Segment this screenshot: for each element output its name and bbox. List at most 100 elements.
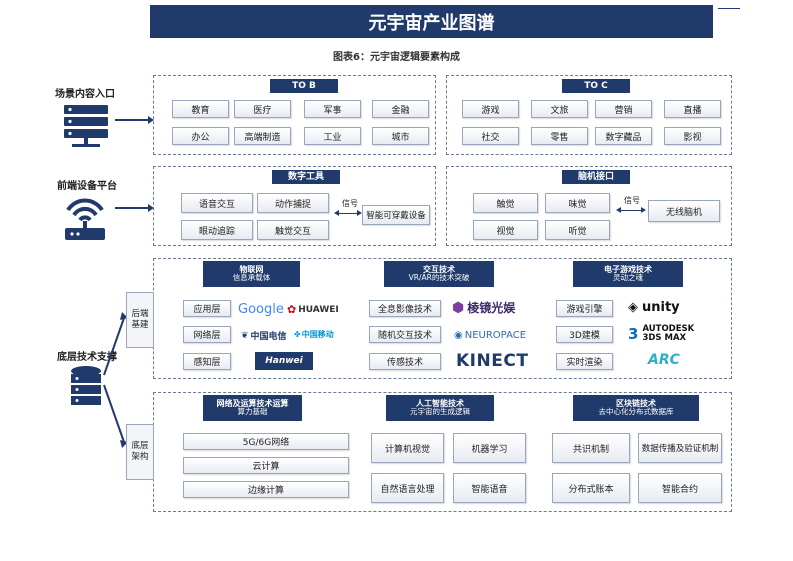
- iot-title: 物联网: [239, 265, 264, 275]
- to-b-item: 医疗: [234, 100, 291, 118]
- game-tech-item: 实时渲染: [556, 353, 613, 370]
- to-c-item: 影视: [664, 127, 721, 145]
- bci-header: 脑机接口: [562, 170, 630, 184]
- tech-branch-arrows: [103, 312, 128, 448]
- to-b-header: TO B: [270, 79, 338, 93]
- to-c-item: 数字藏品: [595, 127, 652, 145]
- device-label: 前端设备平台: [57, 181, 117, 192]
- interaction-subtitle: VR/AR的技术突破: [408, 273, 470, 283]
- digital-tool-item: 眼动追踪: [181, 220, 253, 240]
- game-tech-subtitle: 灵动之魂: [613, 273, 643, 283]
- bci-item: 味觉: [545, 193, 610, 213]
- signal-arrow: [334, 210, 362, 216]
- blockchain-item: 分布式账本: [552, 473, 630, 503]
- iot-subtitle: 信息承载体: [232, 273, 271, 283]
- digital-tool-item: 触觉交互: [257, 220, 329, 240]
- to-c-item: 游戏: [462, 100, 519, 118]
- interaction-item: 传感技术: [369, 353, 441, 370]
- bci-item: 视觉: [473, 220, 538, 240]
- wearable-device: 智能可穿戴设备: [362, 205, 430, 225]
- iot-header: 物联网 信息承载体: [203, 261, 300, 287]
- ai-item: 计算机视觉: [371, 433, 444, 463]
- interaction-title: 交互技术: [423, 265, 455, 275]
- router-icon: [62, 194, 108, 242]
- figure-caption: 图表6：元宇宙逻辑要素构成: [333, 52, 460, 63]
- to-b-item: 工业: [304, 127, 361, 145]
- network-subtitle: 算力基础: [237, 407, 268, 417]
- game-tech-title: 电子游戏技术: [604, 265, 652, 275]
- ai-subtitle: 元宇宙的生成逻辑: [410, 407, 470, 417]
- digital-tool-item: 动作捕捉: [257, 193, 329, 213]
- lingjing-logo: ⬢棱镜光娱: [452, 299, 516, 316]
- interaction-item: 随机交互技术: [369, 326, 441, 343]
- blockchain-item: 数据传播及验证机制: [638, 433, 722, 463]
- iot-layer: 网络层: [183, 326, 231, 343]
- network-header: 网络及运算技术运算 算力基础: [203, 395, 302, 421]
- ai-header: 人工智能技术 元宇宙的生成逻辑: [386, 395, 494, 421]
- to-c-item: 营销: [595, 100, 652, 118]
- tech-label: 底层技术支撑: [57, 352, 117, 363]
- ai-title: 人工智能技术: [416, 399, 464, 409]
- network-title: 网络及运算技术运算: [216, 399, 289, 409]
- blockchain-subtitle: 去中心化分布式数据库: [598, 407, 674, 417]
- to-b-item: 高端制造: [234, 127, 291, 145]
- title-rule: [718, 8, 740, 9]
- game-tech-header: 电子游戏技术 灵动之魂: [573, 261, 683, 287]
- device-arrow: [115, 204, 154, 212]
- to-c-item: 直播: [664, 100, 721, 118]
- to-c-item: 社交: [462, 127, 519, 145]
- to-b-item: 城市: [372, 127, 429, 145]
- backend-side-label: 后端 基建: [126, 292, 154, 348]
- signal-label: 信号: [624, 196, 640, 205]
- database-icon: [68, 365, 104, 409]
- to-c-panel: [446, 75, 732, 155]
- ai-item: 自然语言处理: [371, 473, 444, 503]
- signal-arrow: [616, 207, 646, 213]
- wireless-bci-device: 无线脑机: [648, 200, 720, 222]
- ai-item: 智能语音: [453, 473, 526, 503]
- bci-item: 听觉: [545, 220, 610, 240]
- blockchain-header: 区块链技术 去中心化分布式数据库: [573, 395, 699, 421]
- to-b-item: 办公: [172, 127, 229, 145]
- bci-item: 触觉: [473, 193, 538, 213]
- game-tech-item: 3D建模: [556, 326, 613, 343]
- hanwei-logo: Hanwei: [255, 352, 313, 370]
- to-b-item: 金融: [372, 100, 429, 118]
- china-telecom-logo: ❦中国电信: [241, 330, 287, 343]
- to-c-header: TO C: [562, 79, 630, 93]
- kinect-logo: KINECT: [456, 351, 529, 371]
- arc-logo: ARC: [648, 352, 680, 368]
- unity-logo: ◈unity: [628, 300, 680, 315]
- iot-layer: 感知层: [183, 353, 231, 370]
- server-icon: [62, 103, 110, 149]
- digital-tools-header: 数字工具: [272, 170, 340, 184]
- blockchain-title: 区块链技术: [616, 399, 656, 409]
- network-item: 边缘计算: [183, 481, 349, 498]
- bci-panel: [446, 166, 732, 246]
- to-b-item: 军事: [304, 100, 361, 118]
- ai-item: 机器学习: [453, 433, 526, 463]
- iot-layer: 应用层: [183, 300, 231, 317]
- to-c-item: 零售: [531, 127, 588, 145]
- base-side-label: 底层 架构: [126, 424, 154, 480]
- digital-tool-item: 语音交互: [181, 193, 253, 213]
- to-b-item: 教育: [172, 100, 229, 118]
- interaction-header: 交互技术 VR/AR的技术突破: [384, 261, 494, 287]
- game-tech-item: 游戏引擎: [556, 300, 613, 317]
- network-item: 云计算: [183, 457, 349, 474]
- huawei-logo: ✿HUAWEI: [287, 303, 339, 316]
- interaction-item: 全息影像技术: [369, 300, 441, 317]
- neuropace-logo: ◉NEUROPACE: [454, 330, 527, 341]
- page-title: 元宇宙产业图谱: [150, 5, 713, 38]
- network-item: 5G/6G网络: [183, 433, 349, 450]
- signal-label: 信号: [342, 199, 358, 208]
- scene-label: 场景内容入口: [55, 89, 115, 100]
- china-mobile-logo: ✤中国移动: [294, 330, 334, 339]
- blockchain-item: 共识机制: [552, 433, 630, 463]
- google-logo: Google: [238, 302, 284, 317]
- autodesk-logo: 3 AUTODESK 3DS MAX: [628, 324, 695, 343]
- digital-tools-panel: [153, 166, 436, 246]
- to-b-panel: [153, 75, 436, 155]
- scene-arrow: [115, 116, 154, 124]
- blockchain-item: 智能合约: [638, 473, 722, 503]
